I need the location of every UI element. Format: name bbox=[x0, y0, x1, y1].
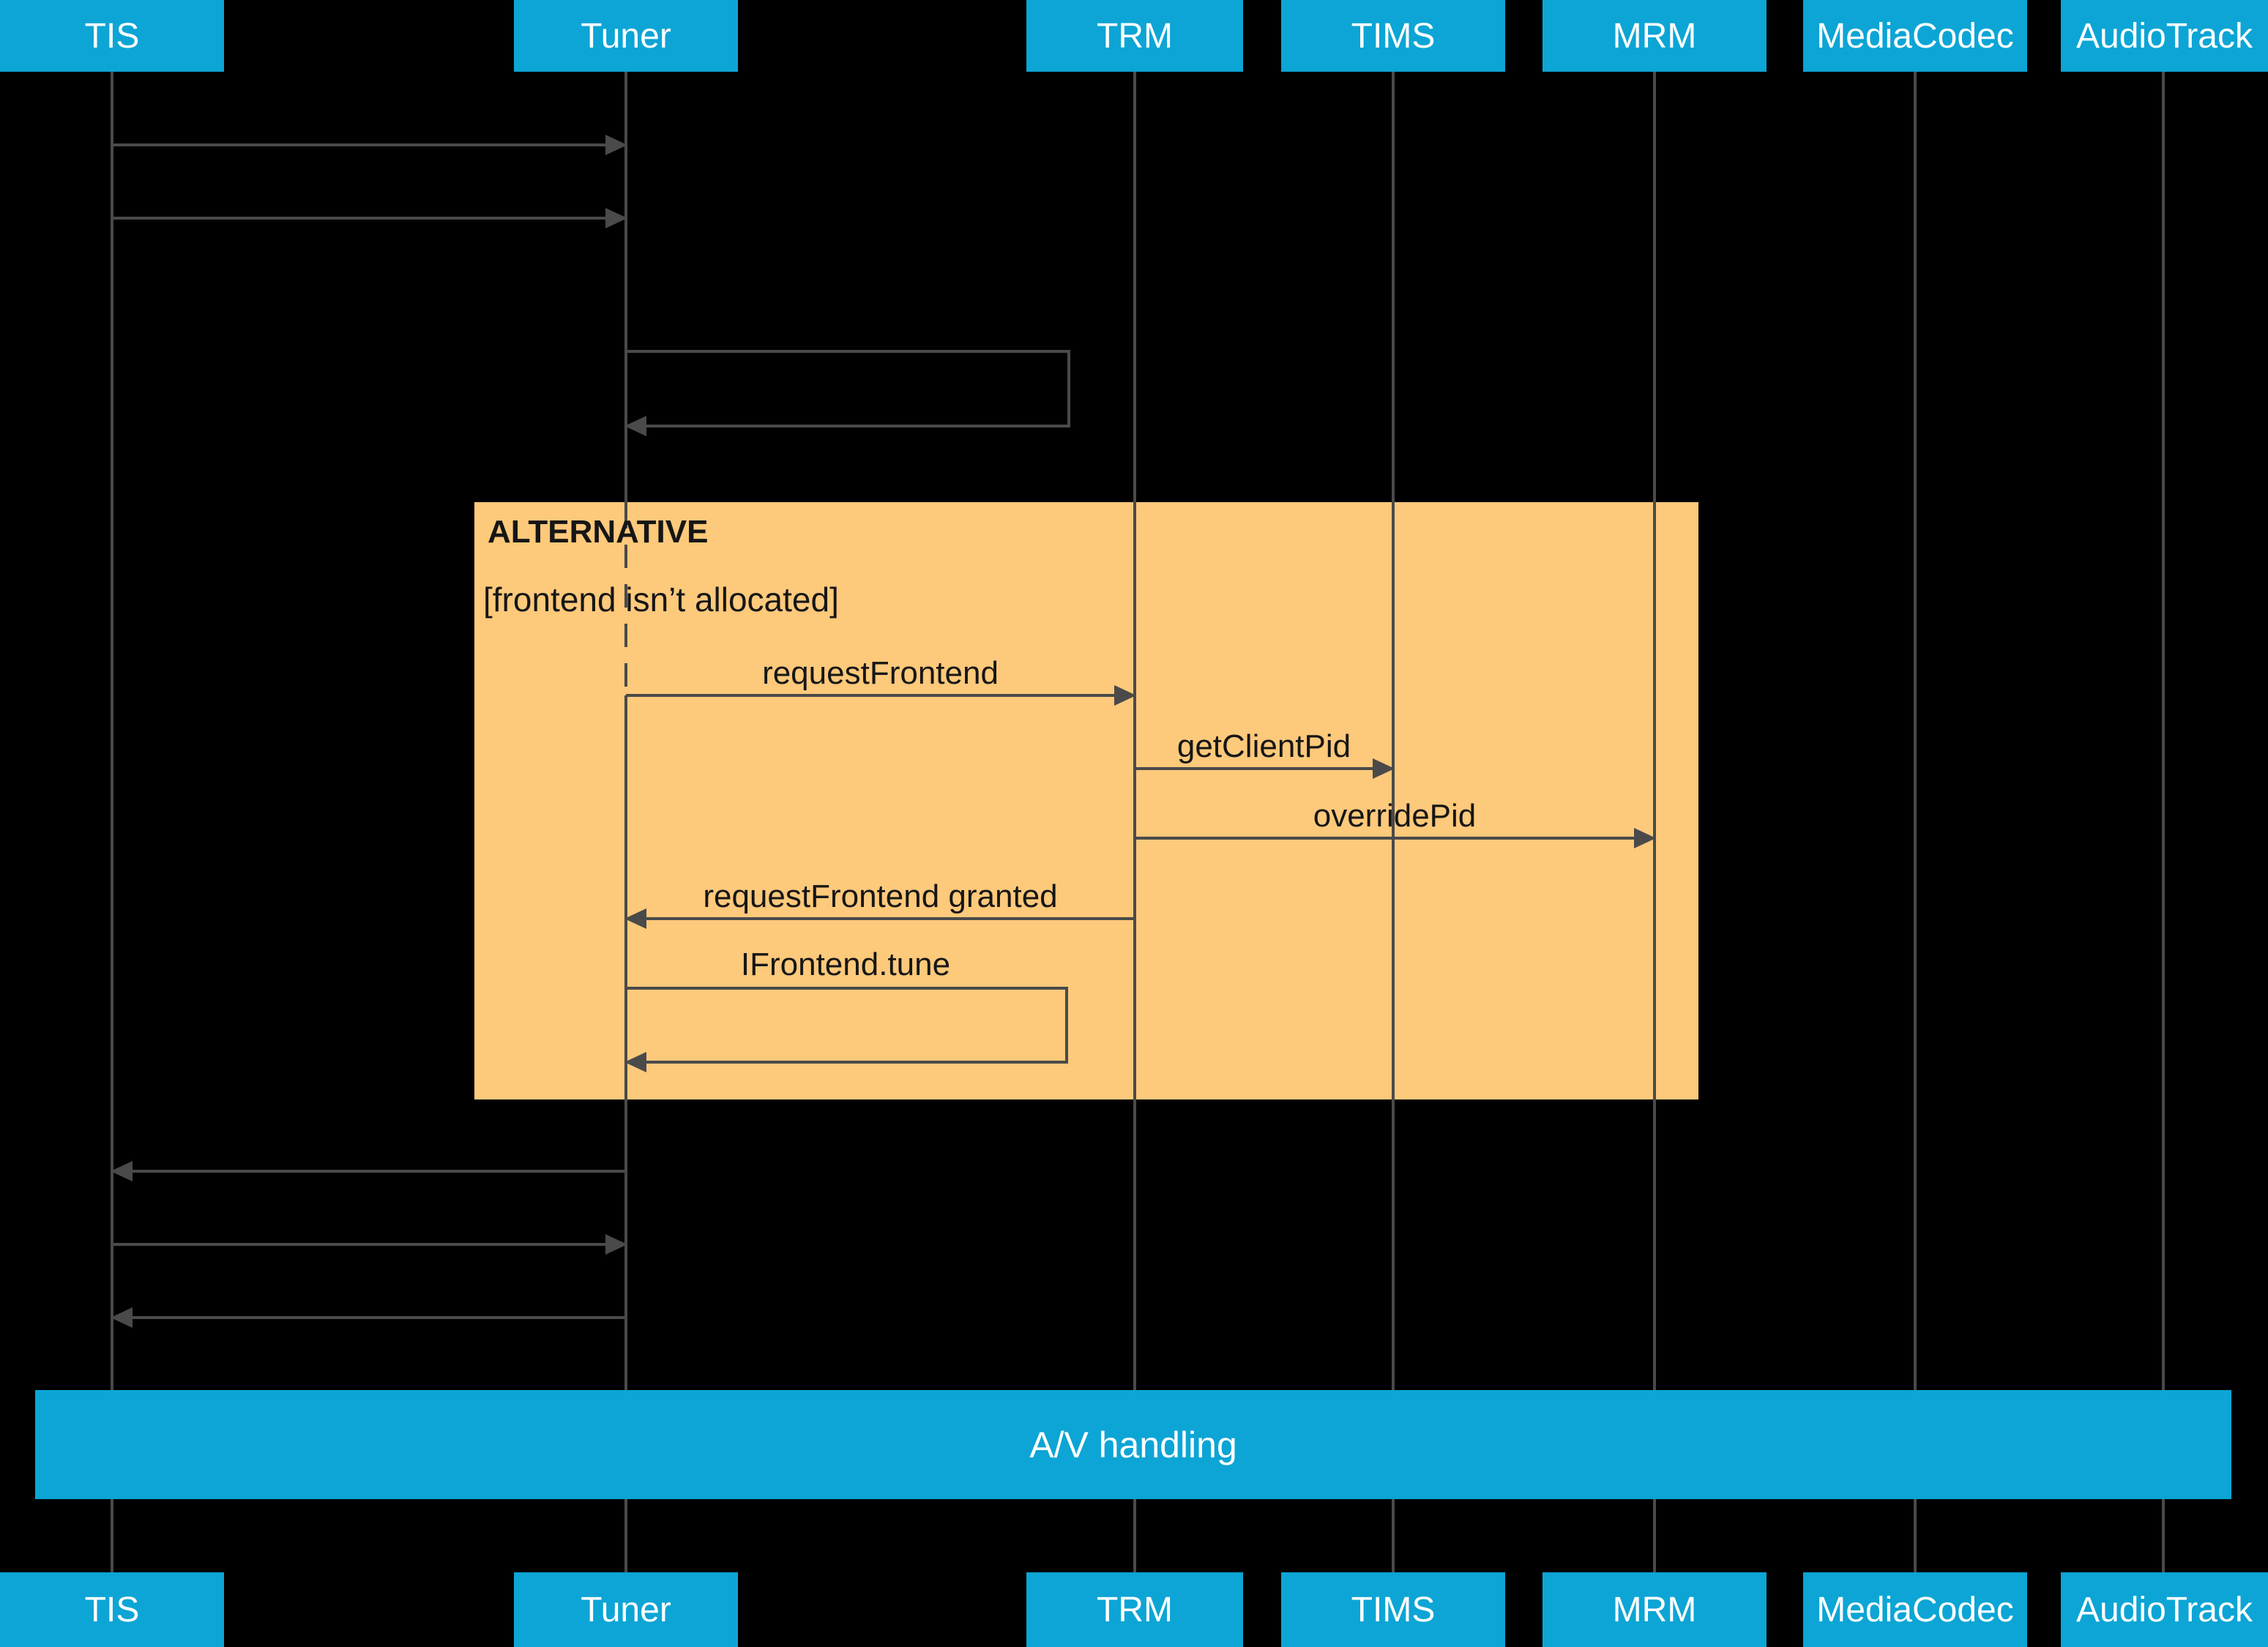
participant-box-mediacodec-top: MediaCodec bbox=[1803, 0, 2027, 72]
lifeline-mrm-stub bbox=[1653, 1499, 1656, 1572]
fragment-guard-label: [frontend isn’t allocated] bbox=[483, 580, 839, 619]
lifeline-mediacodec-stub bbox=[1914, 1499, 1917, 1572]
self-call-tuner-2 bbox=[624, 987, 1068, 1072]
av-handling-bar: A/V handling bbox=[35, 1390, 2231, 1499]
message-tuner-to-tis-1 bbox=[111, 1161, 626, 1181]
arrowhead-right-icon bbox=[1373, 758, 1395, 779]
fragment-operator-label: ALTERNATIVE bbox=[488, 514, 709, 550]
participant-label: MediaCodec bbox=[1816, 16, 2014, 56]
participant-box-mrm-bottom: MRM bbox=[1543, 1572, 1767, 1647]
arrowhead-left-icon bbox=[624, 416, 646, 436]
participant-box-tims-top: TIMS bbox=[1281, 0, 1505, 72]
lifeline-tims-stub bbox=[1392, 1499, 1395, 1572]
message-getclientpid bbox=[1135, 758, 1395, 779]
arrowhead-right-icon bbox=[605, 135, 627, 155]
message-label-ifrontend-tune: IFrontend.tune bbox=[740, 946, 951, 982]
arrowhead-left-icon bbox=[624, 908, 646, 929]
message-requestfrontend-granted bbox=[624, 908, 1135, 929]
arrowhead-right-icon bbox=[1114, 685, 1136, 706]
participant-box-tims-bottom: TIMS bbox=[1281, 1572, 1505, 1647]
lifeline-tuner bbox=[624, 72, 627, 505]
alt-fragment bbox=[474, 502, 1698, 1099]
participant-label: AudioTrack bbox=[2076, 16, 2253, 56]
lifeline-tis-stub bbox=[111, 1499, 113, 1572]
message-requestfrontend bbox=[626, 685, 1136, 706]
message-label-getclientpid: getClientPid bbox=[1176, 728, 1351, 764]
participant-label: Tuner bbox=[581, 16, 671, 56]
participant-label: TIS bbox=[84, 16, 140, 56]
participant-label: TIMS bbox=[1351, 1590, 1436, 1629]
lifeline-trm-stub bbox=[1133, 1499, 1136, 1572]
participant-label: TIMS bbox=[1351, 16, 1436, 56]
participant-label: MediaCodec bbox=[1816, 1590, 2014, 1629]
arrowhead-right-icon bbox=[605, 208, 627, 228]
participant-box-tuner-bottom: Tuner bbox=[514, 1572, 738, 1647]
participant-label: AudioTrack bbox=[2076, 1590, 2253, 1629]
participant-label: MRM bbox=[1612, 1590, 1697, 1629]
participant-box-mrm-top: MRM bbox=[1543, 0, 1767, 72]
lifeline-tuner-dashed bbox=[624, 505, 627, 695]
lifeline-tuner-lower bbox=[624, 695, 627, 1390]
participant-box-tis-bottom: TIS bbox=[0, 1572, 224, 1647]
participant-label: Tuner bbox=[581, 1590, 671, 1629]
participant-box-tis-top: TIS bbox=[0, 0, 224, 72]
participant-box-trm-top: TRM bbox=[1026, 0, 1243, 72]
lifeline-audiotrack-stub bbox=[2162, 1499, 2165, 1572]
av-handling-label: A/V handling bbox=[1029, 1424, 1237, 1465]
participant-label: TIS bbox=[84, 1590, 140, 1629]
message-tuner-to-tis-2 bbox=[111, 1307, 626, 1328]
participant-box-audiotrack-bottom: AudioTrack bbox=[2061, 1572, 2268, 1647]
arrowhead-left-icon bbox=[111, 1307, 133, 1328]
self-call-tuner-1 bbox=[624, 350, 1070, 436]
lifeline-mrm bbox=[1653, 72, 1656, 1390]
lifeline-mediacodec bbox=[1914, 72, 1917, 1390]
arrowhead-right-icon bbox=[605, 1234, 627, 1255]
participant-label: TRM bbox=[1097, 16, 1173, 56]
lifeline-audiotrack bbox=[2162, 72, 2165, 1390]
arrowhead-left-icon bbox=[111, 1161, 133, 1181]
message-tis-to-tuner-1 bbox=[112, 135, 627, 155]
lifeline-trm bbox=[1133, 72, 1136, 1390]
participant-box-tuner-top: Tuner bbox=[514, 0, 738, 72]
participant-label: MRM bbox=[1612, 16, 1697, 56]
message-overridepid bbox=[1135, 828, 1656, 848]
participant-box-audiotrack-top: AudioTrack bbox=[2061, 0, 2268, 72]
arrowhead-right-icon bbox=[1634, 828, 1656, 848]
lifeline-tims bbox=[1392, 72, 1395, 1390]
lifeline-tis bbox=[111, 72, 113, 1390]
lifeline-tuner-stub bbox=[624, 1499, 627, 1572]
message-tis-to-tuner-2 bbox=[112, 208, 627, 228]
participant-box-mediacodec-bottom: MediaCodec bbox=[1803, 1572, 2027, 1647]
participant-box-trm-bottom: TRM bbox=[1026, 1572, 1243, 1647]
participant-label: TRM bbox=[1097, 1590, 1173, 1629]
arrowhead-left-icon bbox=[624, 1052, 646, 1072]
message-label-requestfrontend: requestFrontend bbox=[762, 655, 999, 691]
message-tis-to-tuner-3 bbox=[112, 1234, 627, 1255]
message-label-overridepid: overridePid bbox=[1313, 798, 1477, 834]
message-label-requestfrontend-granted: requestFrontend granted bbox=[703, 878, 1058, 914]
